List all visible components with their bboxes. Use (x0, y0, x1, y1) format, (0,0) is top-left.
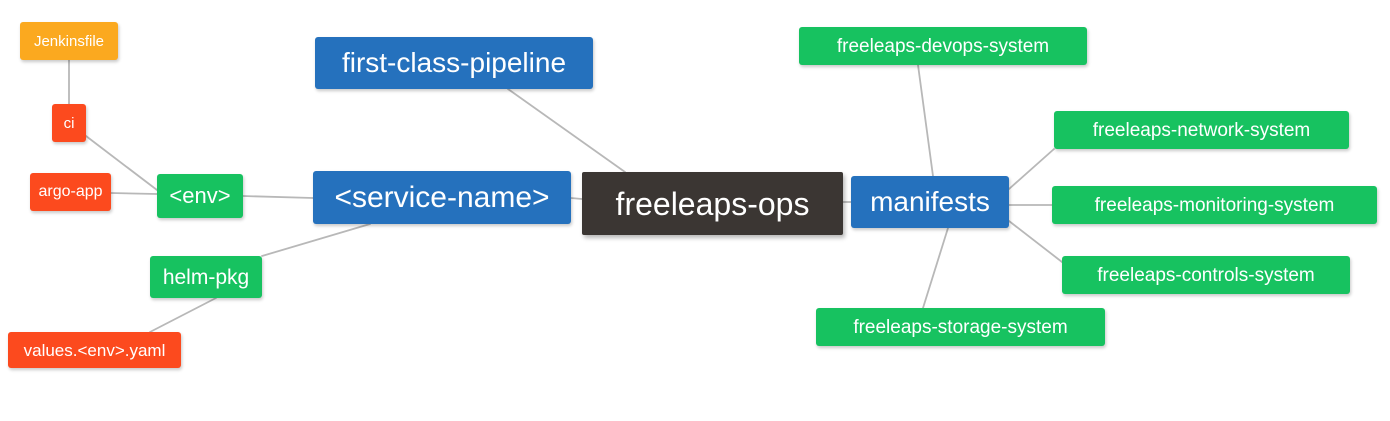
mindmap-node-ci[interactable]: ci (52, 104, 86, 142)
mindmap-node-freeleaps-controls-system[interactable]: freeleaps-controls-system (1062, 256, 1350, 294)
mindmap-node-label: ci (63, 114, 75, 132)
edge-values-yaml-to-helm-pkg (149, 297, 217, 333)
mindmap-node-label: helm-pkg (162, 265, 250, 289)
mindmap-node-label: freeleaps-ops (615, 185, 810, 222)
mindmap-node-service-name[interactable]: <service-name> (313, 171, 571, 224)
edge-manifests-to-freeleaps-storage-system (922, 227, 949, 309)
mindmap-node-helm-pkg[interactable]: helm-pkg (150, 256, 262, 298)
mindmap-node-label: freeleaps-controls-system (1097, 264, 1315, 286)
mindmap-node-freeleaps-network-system[interactable]: freeleaps-network-system (1054, 111, 1349, 149)
mindmap-node-env[interactable]: <env> (157, 174, 243, 218)
mindmap-node-label: argo-app (38, 183, 103, 200)
mindmap-node-label: freeleaps-devops-system (836, 35, 1050, 57)
mindmap-node-freeleaps-devops-system[interactable]: freeleaps-devops-system (799, 27, 1087, 65)
edge-service-name-to-freeleaps-ops (570, 197, 583, 200)
mindmap-node-freeleaps-monitoring-system[interactable]: freeleaps-monitoring-system (1052, 186, 1377, 224)
mindmap-node-label: manifests (870, 186, 990, 217)
mindmap-node-jenkinsfile[interactable]: Jenkinsfile (20, 22, 118, 60)
edge-manifests-to-freeleaps-devops-system (917, 64, 934, 177)
edge-first-class-pipeline-to-freeleaps-ops (507, 88, 626, 173)
mindmap-node-label: freeleaps-storage-system (853, 316, 1068, 338)
edge-argo-app-to-env (110, 192, 158, 195)
mindmap-node-label: freeleaps-monitoring-system (1094, 194, 1335, 216)
mindmap-node-label: first-class-pipeline (341, 47, 567, 78)
mindmap-node-manifests[interactable]: manifests (851, 176, 1009, 228)
mindmap-node-argo-app[interactable]: argo-app (30, 173, 111, 211)
edge-helm-pkg-to-service-name (261, 223, 371, 257)
mindmap-node-label: Jenkinsfile (33, 32, 105, 50)
edge-manifests-to-freeleaps-controls-system (1008, 220, 1063, 263)
mindmap-node-label: freeleaps-network-system (1092, 119, 1311, 141)
edge-env-to-service-name (242, 195, 314, 199)
mindmap-node-values-yaml[interactable]: values.<env>.yaml (8, 332, 181, 368)
mindmap-node-first-class-pipeline[interactable]: first-class-pipeline (315, 37, 593, 89)
mindmap-node-label: <env> (169, 183, 231, 208)
mindmap-node-label: <service-name> (334, 180, 550, 214)
edge-manifests-to-freeleaps-network-system (1008, 148, 1055, 190)
mindmap-node-freeleaps-storage-system[interactable]: freeleaps-storage-system (816, 308, 1105, 346)
mindmap-node-label: values.<env>.yaml (23, 340, 166, 360)
mindmap-node-freeleaps-ops[interactable]: freeleaps-ops (582, 172, 843, 235)
